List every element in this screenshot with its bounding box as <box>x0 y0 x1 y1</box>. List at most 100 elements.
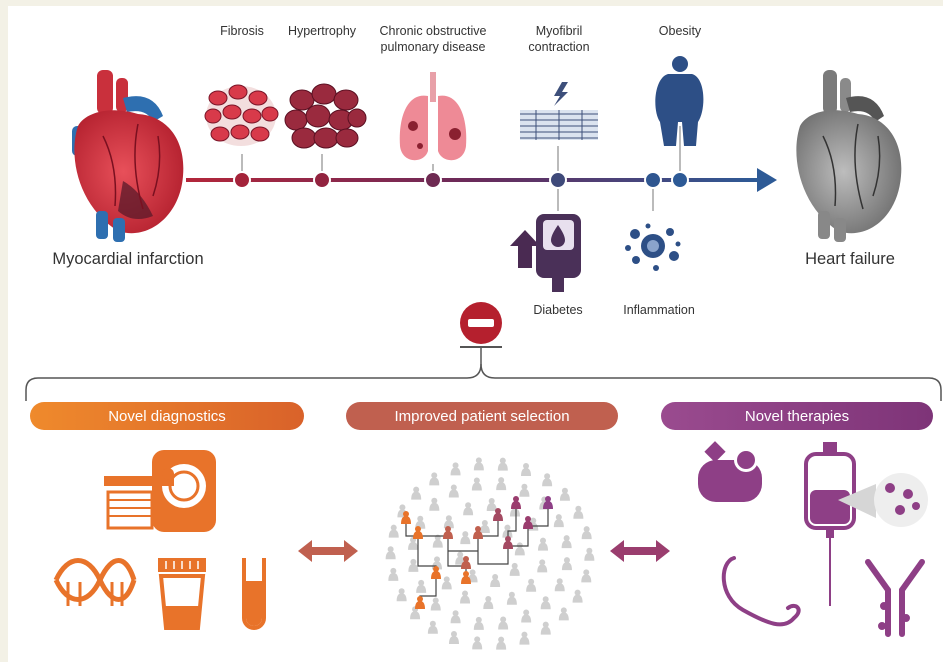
red-heart-icon <box>72 70 184 242</box>
person-icon <box>460 531 471 545</box>
sample-container-icon <box>158 558 206 630</box>
grey-heart-icon <box>796 70 902 242</box>
pills-icon <box>698 441 762 502</box>
person-icon <box>441 576 452 590</box>
catheter-icon <box>721 556 801 627</box>
person-icon <box>554 578 565 592</box>
double-arrow-left <box>298 540 358 562</box>
label-inflammation: Inflammation <box>623 303 695 317</box>
person-icon <box>506 591 517 605</box>
inhibition-icon <box>460 302 502 364</box>
mri-scanner-icon <box>104 450 216 532</box>
diagram-graphics <box>25 56 942 650</box>
person-icon <box>523 516 533 529</box>
test-tube-icon <box>242 558 266 630</box>
person-icon <box>396 588 407 602</box>
label-myofibril-contraction: Myofibril contraction <box>528 24 590 54</box>
label-myocardial-infarction: Myocardial infarction <box>52 250 204 268</box>
person-icon <box>558 607 569 621</box>
inflammation-icon <box>625 223 681 271</box>
person-icon <box>561 557 572 571</box>
person-icon <box>498 616 509 630</box>
bracket <box>25 363 942 401</box>
person-icon <box>521 609 532 623</box>
label-fibrosis: Fibrosis <box>220 24 264 38</box>
person-icon <box>473 616 484 630</box>
person-icon <box>431 566 441 579</box>
myofibril-icon <box>520 82 598 140</box>
person-icon <box>581 526 592 540</box>
label-copd: Chronic obstructive pulmonary disease <box>379 24 487 54</box>
double-arrow-right <box>610 540 670 562</box>
iv-bag-icon <box>804 442 856 606</box>
selected-patients <box>401 496 553 609</box>
person-icon <box>553 514 564 528</box>
person-icon <box>443 515 454 529</box>
person-icon <box>401 511 411 524</box>
person-icon <box>521 462 532 476</box>
obesity-icon <box>655 56 704 146</box>
person-icon <box>471 477 482 491</box>
pill-improved-patient-selection: Improved patient selection <box>346 402 618 430</box>
label-heart-failure: Heart failure <box>805 250 895 268</box>
person-icon <box>463 502 474 516</box>
increase-arrow-icon <box>510 230 540 268</box>
person-icon <box>427 620 438 634</box>
label-diabetes: Diabetes <box>533 303 583 317</box>
person-icon <box>388 567 399 581</box>
glucometer-icon <box>536 214 581 292</box>
person-icon <box>429 497 440 511</box>
cells-icon <box>838 473 928 527</box>
pill-novel-diagnostics: Novel diagnostics <box>30 402 304 430</box>
person-icon <box>479 519 490 533</box>
person-icon <box>537 537 548 551</box>
person-icon <box>514 542 525 556</box>
person-icon <box>461 556 471 569</box>
person-icon <box>450 462 461 476</box>
person-icon <box>519 483 530 497</box>
person-icon <box>443 526 453 539</box>
person-icon <box>503 536 513 549</box>
person-icon <box>448 631 459 645</box>
person-icon <box>490 574 501 588</box>
person-icon <box>448 484 459 498</box>
person-icon <box>561 535 572 549</box>
person-icon <box>483 595 494 609</box>
lungs-icon <box>399 72 467 161</box>
person-icon <box>429 472 440 486</box>
person-icon <box>526 578 537 592</box>
person-icon <box>473 457 484 471</box>
person-icon <box>584 547 595 561</box>
label-obesity: Obesity <box>658 24 702 38</box>
timeline <box>186 126 777 211</box>
person-icon <box>573 505 584 519</box>
person-icon <box>473 526 483 539</box>
person-icon <box>408 558 419 572</box>
person-icon <box>496 636 507 650</box>
person-icon <box>581 569 592 583</box>
person-icon <box>542 473 553 487</box>
person-icon <box>416 579 427 593</box>
person-icon <box>497 457 508 471</box>
person-icon <box>543 496 553 509</box>
person-icon <box>511 496 521 509</box>
person-icon <box>461 571 471 584</box>
person-icon <box>559 487 570 501</box>
person-icon <box>486 498 497 512</box>
person-icon <box>411 486 422 500</box>
fibrosis-icon <box>204 84 279 146</box>
dna-icon <box>53 558 137 606</box>
person-icon <box>572 589 583 603</box>
person-icon <box>509 562 520 576</box>
person-icon <box>450 610 461 624</box>
person-icon <box>519 631 530 645</box>
person-icon <box>415 596 425 609</box>
antibody-icon <box>865 559 925 637</box>
patient-crowd <box>385 457 595 650</box>
person-icon <box>493 508 503 521</box>
person-icon <box>430 597 441 611</box>
person-icon <box>540 621 551 635</box>
pill-novel-therapies: Novel therapies <box>661 402 933 430</box>
person-icon <box>413 526 423 539</box>
person-icon <box>460 590 471 604</box>
